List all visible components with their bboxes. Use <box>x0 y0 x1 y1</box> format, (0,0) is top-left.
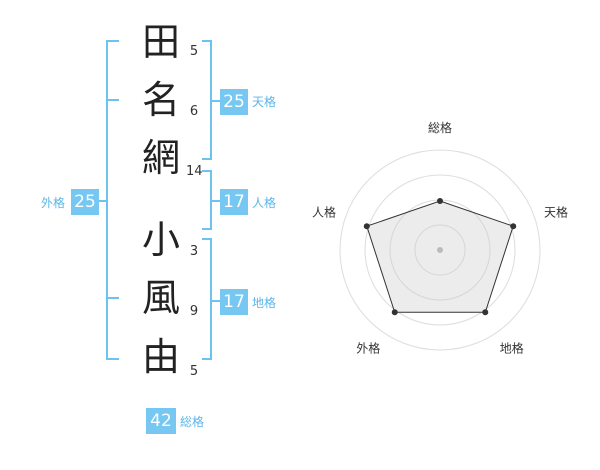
radar-point-1 <box>437 198 443 204</box>
stroke-count-5: 9 <box>189 304 199 319</box>
name-char-5: 風 <box>141 276 180 320</box>
chikaku-value-badge: 17 <box>220 289 248 315</box>
radar-point-5 <box>363 223 370 230</box>
radar-center <box>437 247 443 253</box>
tenkaku-value-badge: 25 <box>220 89 248 115</box>
gaikaku-value-badge: 25 <box>71 189 99 215</box>
jinkaku-label: 人格 <box>252 196 277 210</box>
soukaku-value-badge: 42 <box>146 408 176 434</box>
radar-axis-label-5: 人格 <box>312 204 336 219</box>
radar-ring-1 <box>414 224 466 276</box>
stroke-count-4: 3 <box>189 244 199 259</box>
radar-point-4 <box>391 309 398 316</box>
jinkaku-value-badge: 17 <box>220 189 248 215</box>
radar-point-3 <box>482 309 489 316</box>
name-char-6: 由 <box>141 335 180 379</box>
tenkaku-label: 天格 <box>252 95 277 109</box>
name-char-4: 小 <box>141 218 180 262</box>
radar-axis-label-3: 地格 <box>500 341 524 356</box>
radar-point-2 <box>510 223 517 230</box>
radar-area <box>366 200 514 313</box>
stroke-count-2: 6 <box>189 104 199 119</box>
stroke-count-6: 5 <box>189 364 199 379</box>
name-char-3: 網 <box>141 136 180 180</box>
radar-axis-label-1: 総格 <box>428 120 452 135</box>
radar-axis-label-2: 天格 <box>544 204 568 219</box>
stroke-count-1: 5 <box>189 44 199 59</box>
chikaku-label: 地格 <box>252 296 277 310</box>
radar-ring-4 <box>339 149 541 351</box>
radar-ring-3 <box>364 174 516 326</box>
soukaku-label: 総格 <box>180 415 205 429</box>
stroke-count-3: 14 <box>186 164 203 179</box>
name-char-2: 名 <box>141 78 180 122</box>
name-char-1: 田 <box>141 20 180 64</box>
radar-axis-label-4: 外格 <box>356 341 380 356</box>
gaikaku-label: 外格 <box>41 196 66 210</box>
